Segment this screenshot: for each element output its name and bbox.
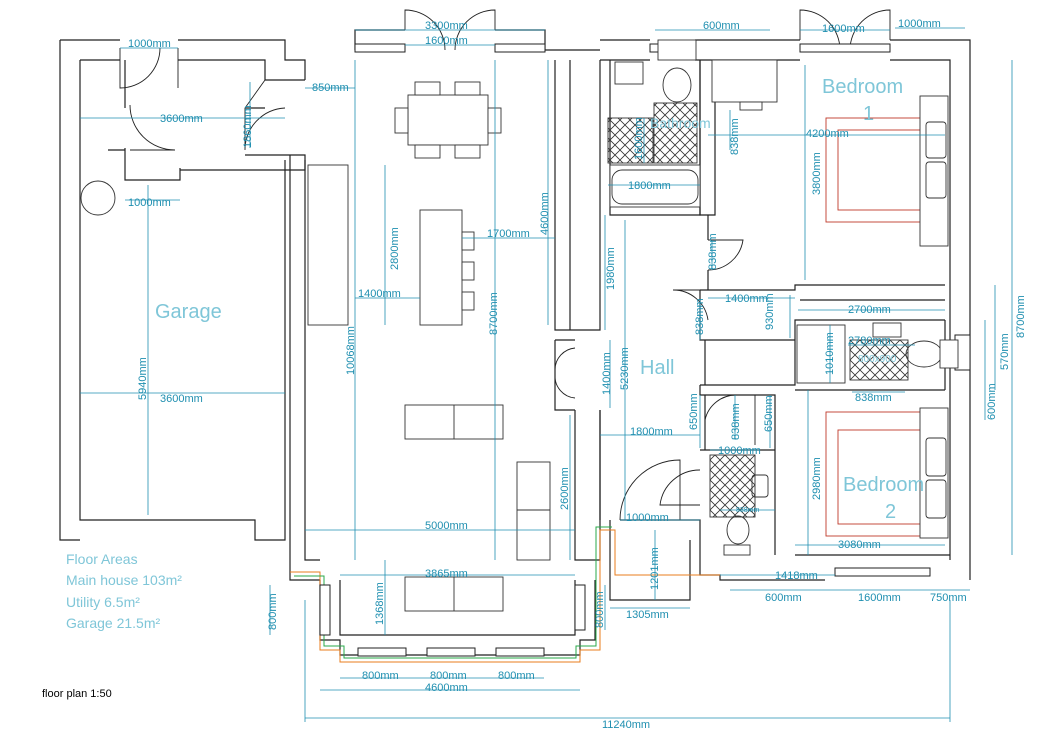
dim-label: 1980mm [605,247,617,290]
dim-label: 570mm [999,333,1011,370]
dim-label: 5230mm [619,347,631,390]
dim-label: 1800mm [630,426,673,438]
room-label-hall: Hall [640,357,674,379]
dim-label: 1368mm [374,582,386,625]
dim-label: 1000mm [626,512,669,524]
floor-area-garage: Garage 21.5m² [66,615,161,631]
dim-label: 650mm [763,395,775,432]
doors [119,9,891,521]
dim-label: 1600mm [858,592,901,604]
shower-trays [607,102,909,518]
floor-area-utility: Utility 6.5m² [66,594,140,610]
dim-label: 11240mm [602,719,650,731]
dim-label: 1010mm [824,332,836,375]
dim-label: 1400mm [601,352,613,395]
dim-label: 5940mm [137,357,149,400]
dim-label: 1600mm [425,35,468,47]
dim-label: 8700mm [488,292,500,335]
dimension-labels: 3300mm 1600mm 600mm 1600mm 1000mm 1000mm… [128,18,1027,731]
dim-label: 750mm [930,592,967,604]
room-label-garage: Garage [155,301,222,323]
dim-label: 4200mm [806,128,849,140]
dim-label: 2980mm [811,457,823,500]
dim-label: 1000mm [718,445,761,457]
floor-areas-heading: Floor Areas [66,551,138,567]
dim-label: 600mm [703,20,740,32]
dim-label: 3600mm [160,113,203,125]
dim-label: 1201mm [649,547,661,590]
dim-label: 1000mm [898,18,941,30]
dimension-lines [80,27,1013,722]
dim-label: 3865mm [425,568,468,580]
dim-label: 838mm [855,392,892,404]
toilet [662,67,692,103]
dim-label: 3800mm [811,152,823,195]
room-label-bedroom-2-number: 2 [885,501,896,523]
dim-label: 5000mm [425,520,468,532]
dim-label: 4600mm [425,682,468,694]
dim-label: 2700mm [848,304,891,316]
room-labels: Garage Bedroom 1 Bedroom 2 Hall Bathroom [155,76,924,523]
dim-label: 838mm [730,403,742,440]
dim-label: 930mm [764,293,776,330]
dim-label: 1700mm [487,228,530,240]
dim-label: 2600mm [559,467,571,510]
dim-label: 1800mm [628,180,671,192]
dim-label: 800x900 [858,354,897,365]
dim-label: 3600mm [160,393,203,405]
dim-label: 838mm [694,298,706,335]
dim-label: 800mm [594,591,606,628]
dim-label: 3300mm [425,20,468,32]
dim-label: 4600mm [539,192,551,235]
dim-label: 1305mm [626,609,669,621]
dim-label: 600mm [986,383,998,420]
dim-label: 2780mm [848,335,891,347]
sofa [516,461,551,561]
dim-label: 600mm [765,592,802,604]
boiler [80,180,116,216]
dim-label: 8700mm [1015,295,1027,338]
dim-label: 2800mm [389,227,401,270]
dim-label: 1400mm [358,288,401,300]
dim-label: 10068mm [345,326,357,375]
dim-label: 1600mm [633,117,645,160]
dim-label: 800mm [498,670,535,682]
dim-label: 1600mm [822,23,865,35]
dim-label: 800mm [430,670,467,682]
room-label-bedroom-1-number: 1 [863,103,874,125]
dim-label: 838mm [729,118,741,155]
dim-label: 1418mm [775,570,818,582]
dim-label: 838mm [707,233,719,270]
dining-table [407,94,489,146]
dim-label: 850mm [312,82,349,94]
room-label-bedroom-1: Bedroom [822,76,903,98]
dim-label: 800mm [362,670,399,682]
dim-label: 3080mm [838,539,881,551]
room-label-bathroom: Bathroom [650,115,711,131]
scale-note: floor plan 1:50 [42,688,112,700]
dim-label: 800mm [267,593,279,630]
dim-label: 1000mm [128,38,171,50]
walls [59,29,971,656]
kitchen-island [419,209,463,326]
dim-label: 838mm [736,507,760,514]
dim-label: 1400mm [725,293,768,305]
dim-label: 650mm [688,393,700,430]
toilet [726,515,750,545]
dim-label: 1000mm [128,197,171,209]
room-label-bedroom-2: Bedroom [843,474,924,496]
dim-label: 1860mm [242,105,254,148]
floor-area-main-house: Main house 103m² [66,572,182,588]
furniture [80,39,959,612]
